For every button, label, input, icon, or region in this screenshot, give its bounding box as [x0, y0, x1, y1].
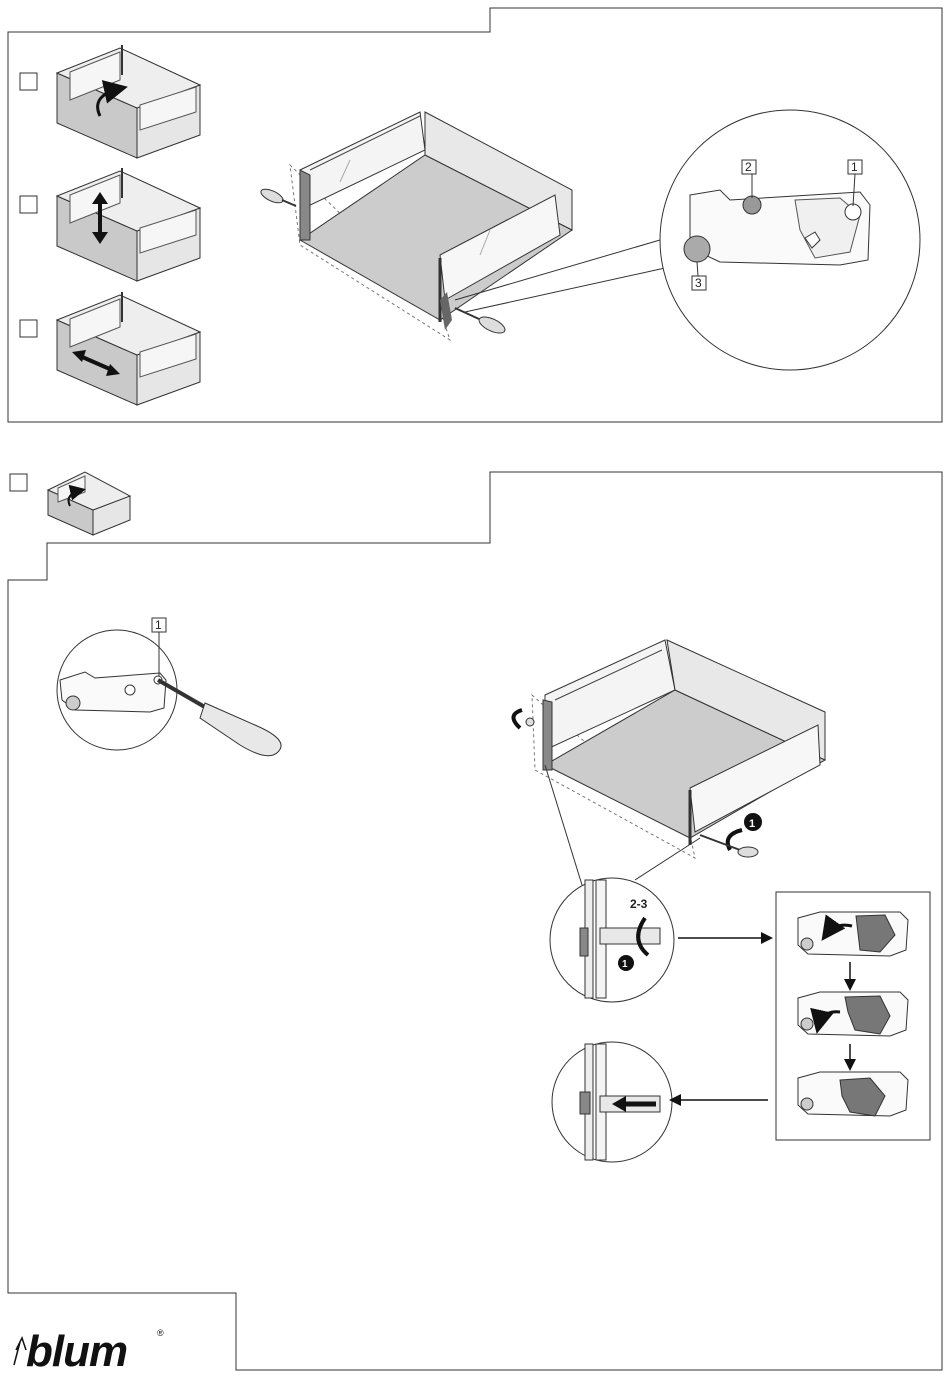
sequence-step-1 — [798, 912, 908, 956]
brand-wordmark: blum — [26, 1327, 127, 1376]
screwdriver-icon — [158, 680, 281, 756]
step-checkbox-3[interactable] — [20, 320, 37, 337]
callout-label-1: 1 — [851, 160, 858, 174]
drawer-thumbnail-side — [57, 292, 200, 405]
screwdriver-icon — [259, 186, 296, 206]
drawer-thumbnail-tilt — [57, 45, 200, 158]
hinge-bracket-detail — [684, 190, 870, 265]
rotate-arrow-icon — [513, 710, 534, 728]
rotation-range-label: 2-3 — [630, 897, 648, 911]
step-checkbox-4[interactable] — [10, 474, 27, 491]
callout-label-2: 2 — [745, 160, 752, 174]
drawer-main-illustration — [290, 112, 572, 340]
blum-logo: blum ® — [14, 1327, 164, 1376]
screwdriver-icon — [455, 308, 507, 336]
drawer-thumbnail-remove — [48, 472, 130, 535]
drawer-main-illustration-bottom — [532, 640, 825, 858]
sequence-step-2 — [798, 992, 908, 1036]
callout-label-3: 3 — [695, 276, 702, 290]
callout-label-1: 1 — [155, 618, 162, 632]
sequence-step-3 — [798, 1072, 908, 1116]
hinge-bracket-detail — [60, 672, 166, 712]
drawer-thumbnail-height — [57, 168, 200, 281]
step-checkbox-1[interactable] — [20, 73, 37, 90]
step-checkbox-2[interactable] — [20, 196, 37, 213]
rotate-arrow-icon — [700, 830, 758, 857]
step-number-badge: 1 — [749, 818, 755, 830]
step-number-badge: 1 — [622, 959, 628, 970]
registered-mark: ® — [157, 1328, 164, 1338]
